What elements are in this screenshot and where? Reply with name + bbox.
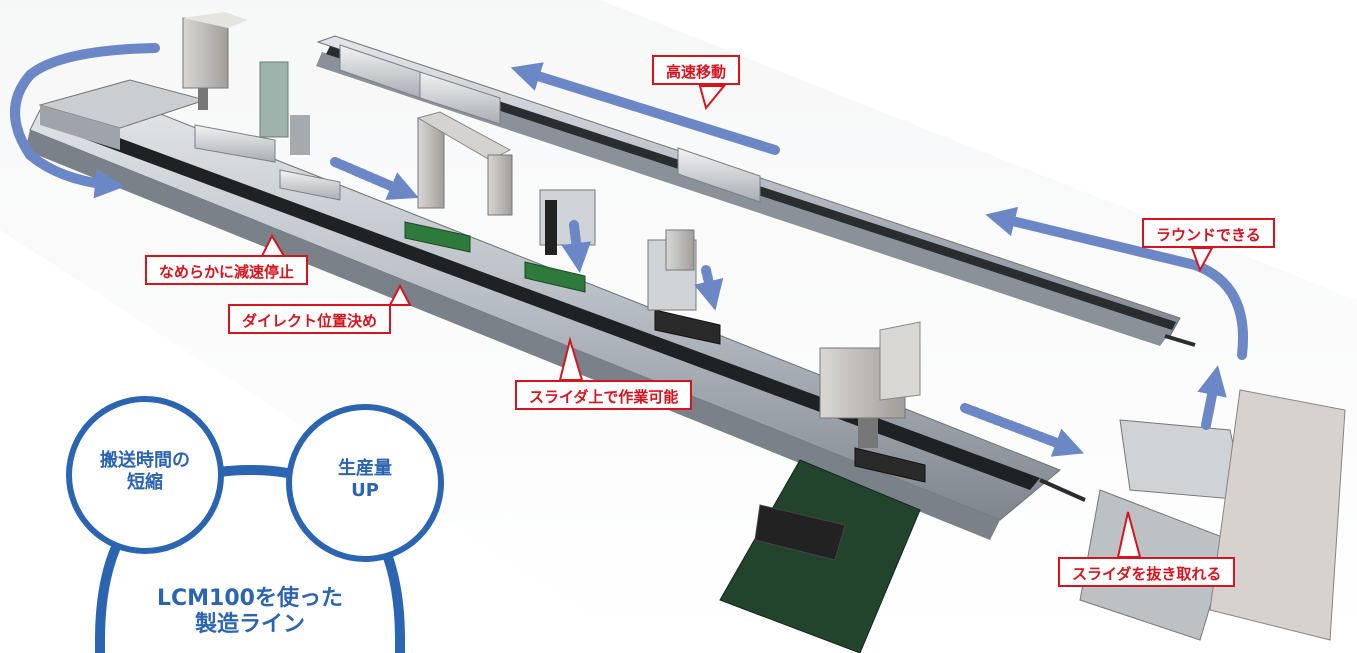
robot-5 [647, 229, 697, 311]
left-bubble-line-2: 短縮 [127, 471, 163, 493]
exit-arrow [960, 403, 1085, 457]
main-benefit-text: LCM100を使った 製造ライン [120, 586, 380, 639]
front-sliders [194, 124, 926, 483]
main-benefit-line-1: LCM100を使った [157, 586, 343, 611]
main-benefit-line-2: 製造ライン [194, 612, 305, 638]
green-film [719, 459, 921, 653]
callout-round: ラウンドできる [1142, 218, 1275, 248]
callout-high-speed: 高速移動 [652, 55, 741, 85]
callout-direct-position: ダイレクト位置決め [228, 304, 392, 334]
high-speed-arrow [510, 62, 780, 155]
down-arrow-robot5 [694, 265, 724, 311]
up-arrow-right [1197, 365, 1227, 430]
callout-remove-slider: スライダを抜き取れる [1058, 557, 1236, 587]
robot-4 [539, 189, 596, 255]
robot-3 [416, 111, 513, 216]
down-arrow-robot4 [561, 220, 592, 273]
approach-arrow [330, 157, 419, 200]
robot-1 [182, 12, 248, 110]
right-bubble-line-1: 生産量 [338, 458, 392, 479]
robot-6 [819, 321, 921, 448]
left-bubble [66, 396, 224, 554]
right-bubble [286, 404, 444, 562]
benefit-graphic [66, 396, 444, 653]
callout-smooth-stop: なめらかに減速停止 [145, 255, 309, 285]
robot-2 [259, 61, 310, 155]
callout-work-on-slider: スライダ上で作業可能 [515, 380, 693, 410]
left-bubble-text: 搬送時間の 短縮 [85, 450, 205, 493]
removable-slider-unit [1079, 389, 1346, 641]
right-bubble-line-2: UP [351, 479, 379, 501]
left-bubble-line-1: 搬送時間の [100, 450, 190, 471]
callout-tails [260, 85, 1214, 558]
benefit-ring [95, 464, 405, 653]
right-bubble-text: 生産量 UP [305, 458, 425, 501]
front-rail [25, 97, 1086, 540]
loop-arrow-left [10, 43, 160, 199]
return-sliders [339, 44, 761, 203]
